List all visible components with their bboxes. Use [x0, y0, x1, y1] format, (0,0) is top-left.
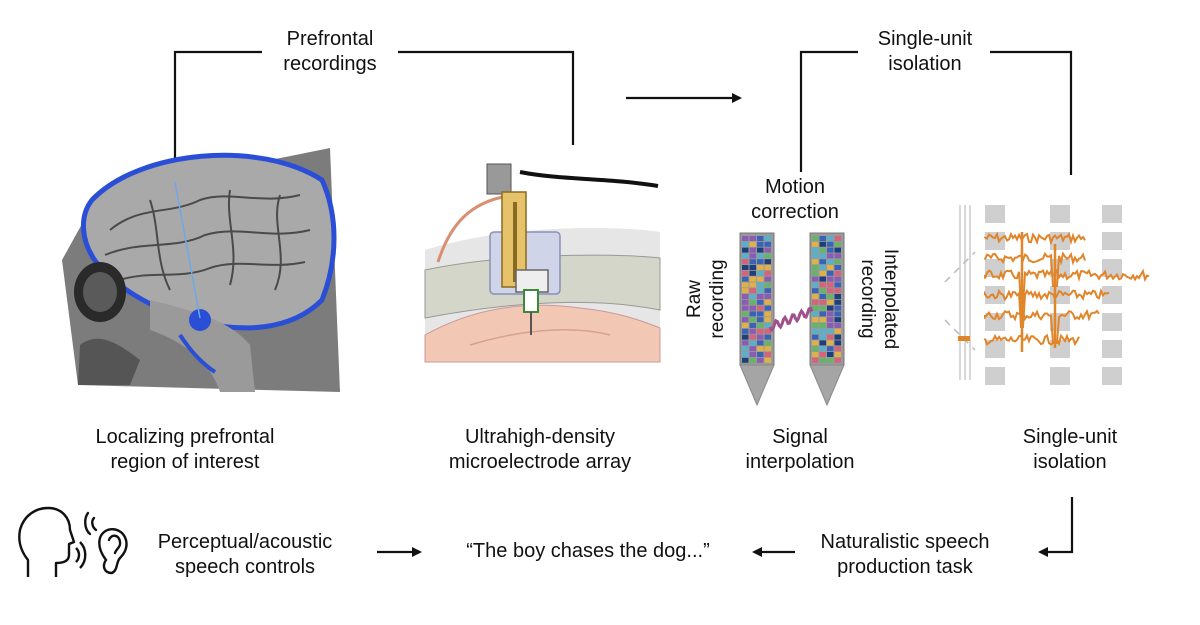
raw-recording-label: Raw recording	[684, 259, 728, 339]
motion-correction-label: Motion correction	[751, 176, 839, 223]
spike-traces	[984, 231, 1150, 352]
single-unit-bracket	[799, 50, 1073, 175]
motion-tether	[768, 306, 814, 333]
interpolated-channel-grid	[812, 236, 841, 363]
caption-array: Ultrahigh-density microelectrode array	[448, 426, 632, 473]
interpolated-probe-tip	[809, 364, 845, 407]
caption-isolation: Single-unit isolation	[1022, 426, 1118, 473]
controls-label: Perceptual/acoustic speech controls	[157, 531, 333, 578]
interpolated-recording-label: Interpolated recording	[857, 248, 901, 350]
quote-label: “The boy chases the dog...”	[466, 540, 710, 562]
raw-probe-tip	[739, 364, 775, 407]
electrode-pads	[985, 205, 1122, 385]
single-unit-isolation-top-label: Single-unit isolation	[877, 28, 973, 75]
caption-localizing: Localizing prefrontal region of interest	[95, 426, 275, 473]
caption-interpolation: Signal interpolation	[745, 426, 855, 473]
raw-channel-grid	[742, 236, 771, 363]
ear-listening-icon	[84, 511, 128, 575]
prefrontal-recordings-label: Prefrontal recordings	[283, 28, 377, 75]
arrow-isolation-to-task	[1038, 497, 1074, 557]
task-label: Naturalistic speech production task	[820, 531, 990, 578]
prefrontal-bracket	[173, 50, 575, 182]
head-speaking-icon	[18, 506, 87, 577]
